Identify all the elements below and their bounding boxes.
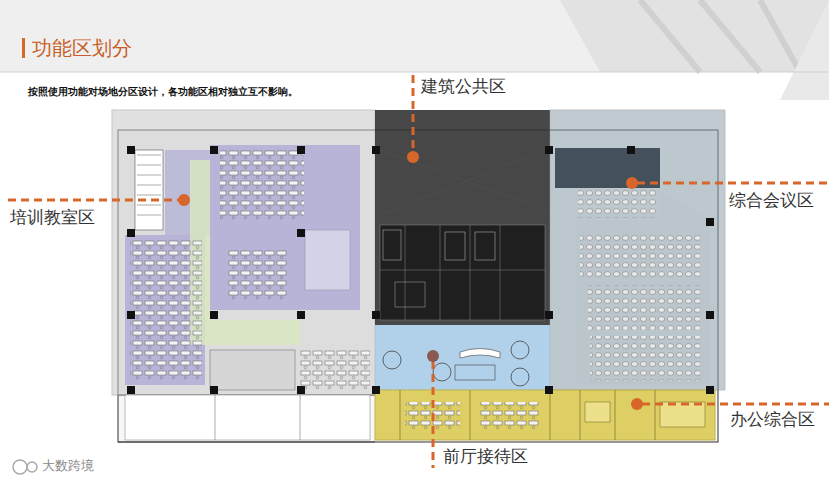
slide-title: 功能区划分 (32, 35, 132, 62)
zone-callout: 综合会议区 (729, 190, 814, 210)
zone-callout: 培训教室区 (10, 207, 95, 227)
zone-callout: 前厅接待区 (443, 446, 528, 466)
zone-callout: 办公综合区 (730, 409, 815, 429)
watermark: 大数跨境 (42, 458, 94, 474)
subtitle-note: 按照使用功能对场地分区设计，各功能区相对独立互不影响。 (28, 86, 298, 98)
zone-callout: 建筑公共区 (421, 76, 506, 96)
